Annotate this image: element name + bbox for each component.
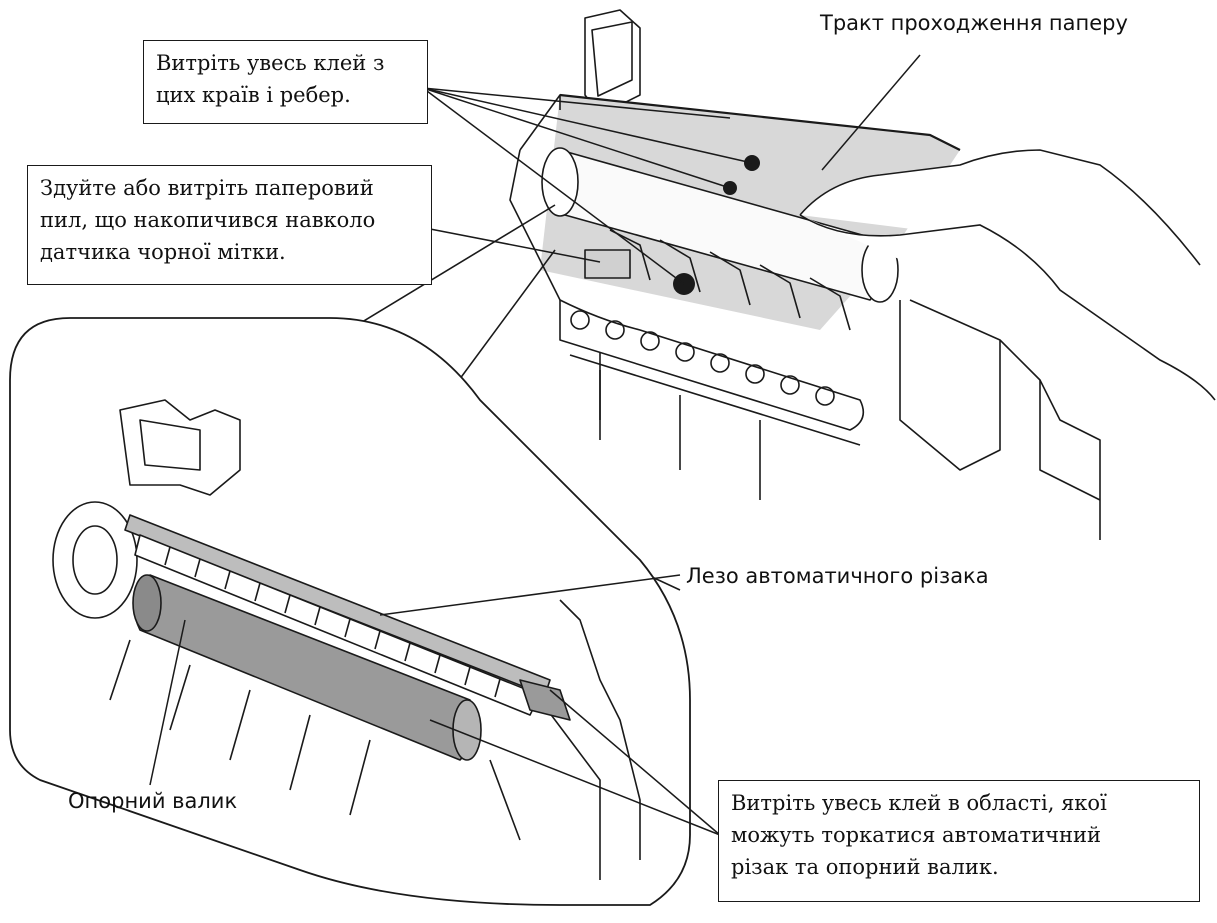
- black-mark-sensor: [584, 249, 631, 279]
- callout-line: Витріть увесь клей з: [156, 51, 385, 75]
- paper-path-label: Тракт проходження паперу: [819, 11, 1128, 35]
- glue-edges-callout: Витріть увесь клей з цих країв і ребер.: [143, 40, 428, 124]
- platen-roller-label: Опорний валик: [68, 789, 237, 813]
- upper-printer-mechanism: [509, 9, 1101, 540]
- callout-line: Витріть увесь клей в області, якої: [731, 791, 1107, 815]
- leader-lines: [149, 54, 921, 836]
- callout-line: датчика чорної мітки.: [40, 240, 286, 264]
- callout-line: цих країв і ребер.: [156, 83, 351, 107]
- callout-line: можуть торкатися автоматичний: [731, 823, 1101, 847]
- sensor-dust-callout: Здуйте або витріть паперовий пил, що нак…: [27, 165, 432, 285]
- hand-with-cloth: [799, 149, 1216, 401]
- inset-mechanism: [52, 399, 641, 880]
- callout-line: різак та опорний валик.: [731, 855, 999, 879]
- cutter-blade-label: Лезо автоматичного різака: [686, 564, 989, 588]
- callout-line: пил, що накопичився навколо: [40, 208, 376, 232]
- callout-line: Здуйте або витріть паперовий: [40, 176, 374, 200]
- cutter-area-callout: Витріть увесь клей в області, якої можут…: [718, 780, 1200, 902]
